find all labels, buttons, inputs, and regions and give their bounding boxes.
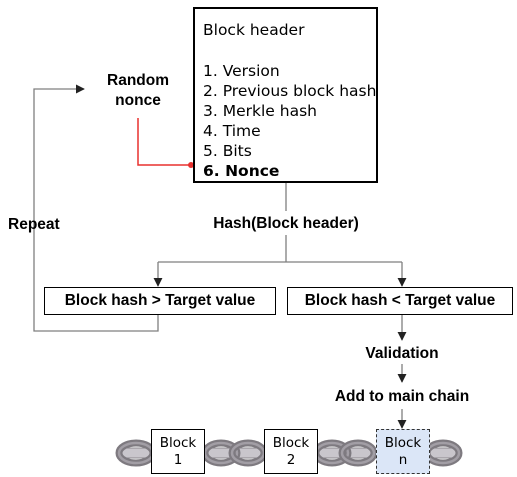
hash-block-header-label: Hash(Block header)	[213, 215, 359, 232]
repeat-loop-line	[33, 84, 159, 332]
chain-block-1-id: 1	[173, 451, 183, 468]
chain-block-1: Block 1	[151, 429, 205, 474]
chain-block-n: Block n	[376, 429, 430, 474]
chain-block-2-word: Block	[272, 434, 310, 451]
header-field-version: 1. Version	[203, 62, 280, 80]
random-nonce-label: Random nonce	[96, 71, 180, 111]
chain-link-2-n-b	[338, 439, 378, 467]
nonce-link-line	[137, 118, 194, 168]
add-to-main-chain-label: Add to main chain	[334, 388, 470, 405]
chain-block-1-word: Block	[159, 434, 197, 451]
chain-link-1-2-a	[201, 439, 241, 467]
chain-block-2-id: 2	[286, 451, 296, 468]
condition-fail-box: Block hash > Target value	[44, 287, 276, 315]
block-header-box: Block header 1. Version 2. Previous bloc…	[193, 7, 378, 183]
chain-block-n-id: n	[398, 451, 408, 468]
header-field-nonce: 6. Nonce	[203, 162, 280, 180]
header-field-time: 4. Time	[203, 122, 261, 140]
condition-success-box: Block hash < Target value	[287, 287, 513, 315]
block-header-title: Block header	[203, 21, 305, 39]
random-nonce-line-1: Random	[107, 72, 169, 89]
chain-block-2: Block 2	[264, 429, 318, 474]
block-header-field-list: 1. Version 2. Previous block hash 3. Mer…	[203, 61, 376, 181]
validation-label: Validation	[365, 345, 439, 362]
chain-block-n-word: Block	[384, 434, 422, 451]
repeat-label: Repeat	[8, 216, 60, 233]
random-nonce-line-2: nonce	[115, 92, 161, 109]
header-field-merkle-hash: 3. Merkle hash	[203, 102, 317, 120]
header-field-previous-hash: 2. Previous block hash	[203, 82, 377, 100]
header-field-bits: 5. Bits	[203, 142, 252, 160]
